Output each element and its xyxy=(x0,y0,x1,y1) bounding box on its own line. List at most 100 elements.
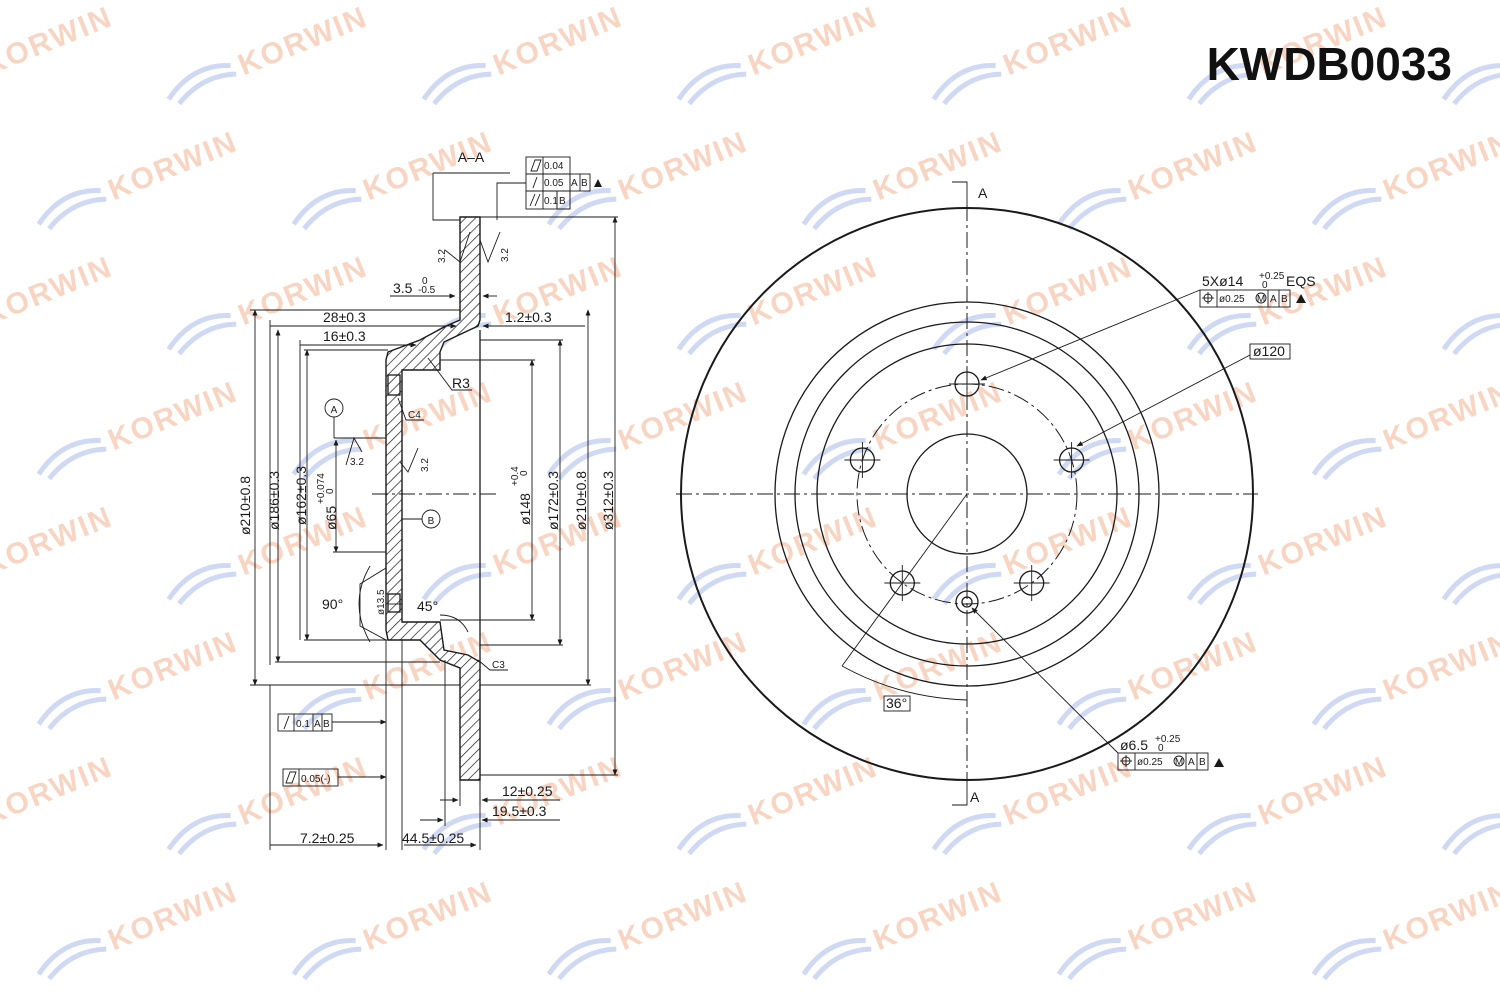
watermark-tile: KORWIN xyxy=(1441,813,1500,856)
runout-icon xyxy=(532,176,538,189)
roughness-top: 3.2 3.2 xyxy=(437,231,511,264)
watermark-tile: KORWIN xyxy=(0,250,117,332)
svg-text:KORWIN: KORWIN xyxy=(614,625,753,707)
watermark-tile: KORWIN xyxy=(421,250,627,356)
datum-triangle-icon xyxy=(594,179,602,187)
svg-text:16±0.3: 16±0.3 xyxy=(323,328,366,344)
hub-pocket-bottom xyxy=(387,593,401,613)
svg-text:KORWIN: KORWIN xyxy=(999,500,1138,582)
svg-text:ø162±0.3: ø162±0.3 xyxy=(293,466,309,525)
svg-text:KORWIN: KORWIN xyxy=(359,875,498,957)
svg-text:ø120: ø120 xyxy=(1253,343,1285,359)
svg-text:0: 0 xyxy=(325,488,336,494)
svg-text:0: 0 xyxy=(422,276,428,287)
svg-text:ø210±0.8: ø210±0.8 xyxy=(237,476,253,535)
section-arrow-top xyxy=(952,181,968,205)
svg-text:-0.5: -0.5 xyxy=(418,285,436,296)
svg-text:KORWIN: KORWIN xyxy=(614,875,753,957)
svg-text:ø172±0.3: ø172±0.3 xyxy=(545,471,561,530)
parallel-icon xyxy=(529,193,536,207)
watermark-tile: KORWIN xyxy=(0,750,117,832)
dim-44-5: 44.5±0.25 xyxy=(402,780,481,850)
runout-frame: 0.1 A B xyxy=(277,713,387,732)
svg-text:ø148: ø148 xyxy=(517,493,533,525)
svg-text:28±0.3: 28±0.3 xyxy=(323,309,366,325)
svg-text:KORWIN: KORWIN xyxy=(1379,625,1500,707)
watermark-tile: KORWIN xyxy=(801,625,1007,731)
watermark-tile: KORWIN xyxy=(421,0,627,106)
svg-text:KORWIN: KORWIN xyxy=(359,375,498,457)
dim-dia-172: ø172±0.3 xyxy=(480,339,563,646)
svg-text:1.2±0.3: 1.2±0.3 xyxy=(505,309,552,325)
svg-text:12±0.25: 12±0.25 xyxy=(502,783,553,799)
svg-text:EQS: EQS xyxy=(1286,273,1316,289)
svg-text:0.1: 0.1 xyxy=(296,719,310,730)
angle-90: 90° xyxy=(322,596,343,612)
svg-text:3.5: 3.5 xyxy=(393,280,413,296)
dim-dia-210-right: ø210±0.8 xyxy=(480,309,591,686)
r3-leader xyxy=(427,357,472,391)
svg-text:KORWIN: KORWIN xyxy=(234,0,373,82)
svg-text:B: B xyxy=(323,719,330,730)
watermark-tile: KORWIN xyxy=(931,0,1138,106)
svg-text:ø210±0.8: ø210±0.8 xyxy=(573,471,589,530)
watermark-tile: KORWIN xyxy=(676,250,882,356)
svg-text:KORWIN: KORWIN xyxy=(1379,875,1500,957)
svg-text:M: M xyxy=(1257,294,1265,305)
watermark-tile: KORWIN xyxy=(1056,125,1263,231)
svg-text:KORWIN: KORWIN xyxy=(104,375,243,457)
svg-text:+0.4: +0.4 xyxy=(510,466,521,486)
svg-text:3.2: 3.2 xyxy=(500,248,511,262)
watermark-tile: KORWIN xyxy=(546,875,753,981)
pcd-callout: ø120 xyxy=(1076,343,1291,447)
svg-text:M: M xyxy=(1175,757,1183,768)
watermark-tile: KORWIN xyxy=(801,125,1007,231)
dim-19-5: 19.5±0.3 xyxy=(420,660,560,826)
svg-text:0: 0 xyxy=(519,470,530,476)
svg-text:KORWIN: KORWIN xyxy=(1254,500,1393,582)
svg-text:KORWIN: KORWIN xyxy=(744,0,883,82)
watermark-tile: KORWIN xyxy=(36,375,243,481)
angle-45-arc xyxy=(439,614,469,633)
watermark-tile: KORWIN xyxy=(1441,313,1500,356)
svg-text:KORWIN: KORWIN xyxy=(869,875,1008,957)
svg-text:7.2±0.25: 7.2±0.25 xyxy=(300,830,355,846)
watermark-tile: KORWIN xyxy=(36,125,243,231)
hat-inner xyxy=(816,343,1118,645)
svg-text:KORWIN: KORWIN xyxy=(999,0,1138,82)
dim-dia-162: ø162±0.3 xyxy=(293,349,388,641)
watermark-tile: KORWIN xyxy=(1311,625,1500,731)
flatness-frame: 0.05(-) xyxy=(282,768,387,787)
tol-parallel-datum-b: B xyxy=(559,196,566,207)
svg-text:ø312±0.3: ø312±0.3 xyxy=(600,471,616,530)
svg-text:ø6.5: ø6.5 xyxy=(1120,737,1148,753)
angle-45: 45° xyxy=(417,598,438,614)
watermark-tile: KORWIN xyxy=(546,375,752,481)
watermark-tile: KORWIN xyxy=(1056,625,1262,731)
tol-parallel: 0.1 xyxy=(544,196,558,207)
svg-text:KORWIN: KORWIN xyxy=(1124,125,1263,207)
svg-text:0: 0 xyxy=(1262,280,1268,291)
svg-text:KORWIN: KORWIN xyxy=(0,250,117,332)
svg-text:+0.25: +0.25 xyxy=(1259,271,1285,282)
svg-text:KORWIN: KORWIN xyxy=(104,125,243,207)
dim-28: 28±0.3 xyxy=(269,309,457,665)
svg-text:KORWIN: KORWIN xyxy=(104,875,243,957)
dim-1-2: 1.2±0.3 xyxy=(482,309,585,329)
svg-text:KORWIN: KORWIN xyxy=(359,125,498,207)
section-mark-top: A xyxy=(978,185,988,201)
svg-text:KORWIN: KORWIN xyxy=(1254,250,1393,332)
hat-outer xyxy=(794,321,1140,667)
dim-dia-148: ø148 +0.4 0 xyxy=(440,359,535,621)
watermark-tile: KORWIN xyxy=(36,875,243,981)
watermark-tile: KORWIN xyxy=(291,875,498,981)
svg-text:KORWIN: KORWIN xyxy=(0,500,117,582)
watermark-tile: KORWIN xyxy=(0,0,117,82)
svg-text:KORWIN: KORWIN xyxy=(1124,875,1263,957)
centre-bore xyxy=(906,433,1028,555)
svg-text:3.2: 3.2 xyxy=(437,249,448,263)
part-number-title: KWDB0033 xyxy=(1207,38,1452,90)
svg-text:5Xø14: 5Xø14 xyxy=(1202,273,1243,289)
hub-pocket-top xyxy=(387,374,401,396)
